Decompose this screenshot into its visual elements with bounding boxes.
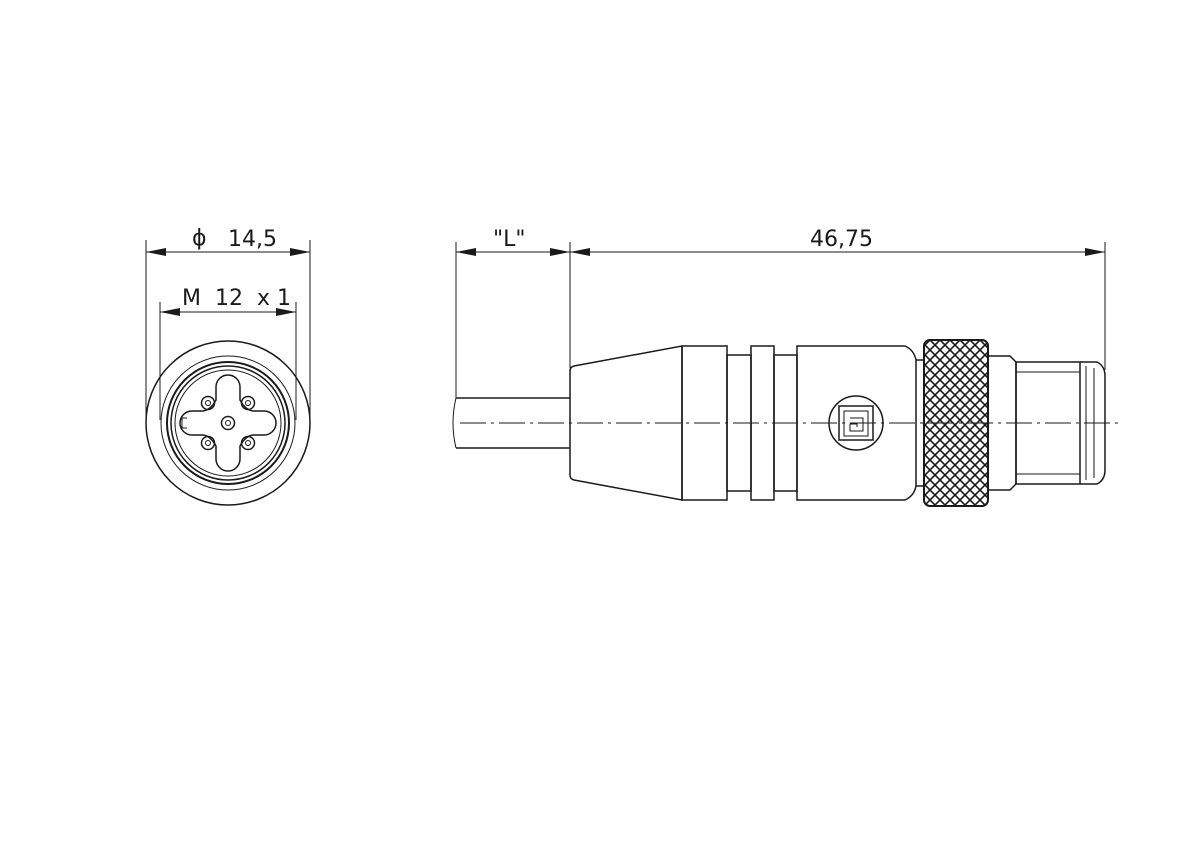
front-view: ϕ 14,5 M 12 x 1: [145, 226, 311, 506]
connector-length-dimension: 46,75: [570, 227, 1105, 256]
outer-diameter-label: 14,5: [228, 227, 277, 252]
cable: [452, 397, 570, 449]
outer-diameter-dimension: ϕ 14,5: [146, 226, 310, 256]
side-view: "L" 46,75: [452, 227, 1118, 507]
contact-pins: [200, 395, 256, 451]
diameter-symbol: ϕ: [192, 226, 207, 251]
cable-length-dimension: "L": [456, 227, 570, 256]
thread-dimension: M 12 x 1: [160, 286, 296, 316]
connector-face: [145, 340, 311, 506]
coding-key: [181, 417, 187, 429]
strain-relief: [569, 345, 683, 501]
contact-insert: [179, 374, 277, 472]
cable-length-label: "L": [493, 227, 526, 252]
connector-length-label: 46,75: [810, 227, 873, 252]
thread-label: M 12 x 1: [182, 286, 291, 311]
